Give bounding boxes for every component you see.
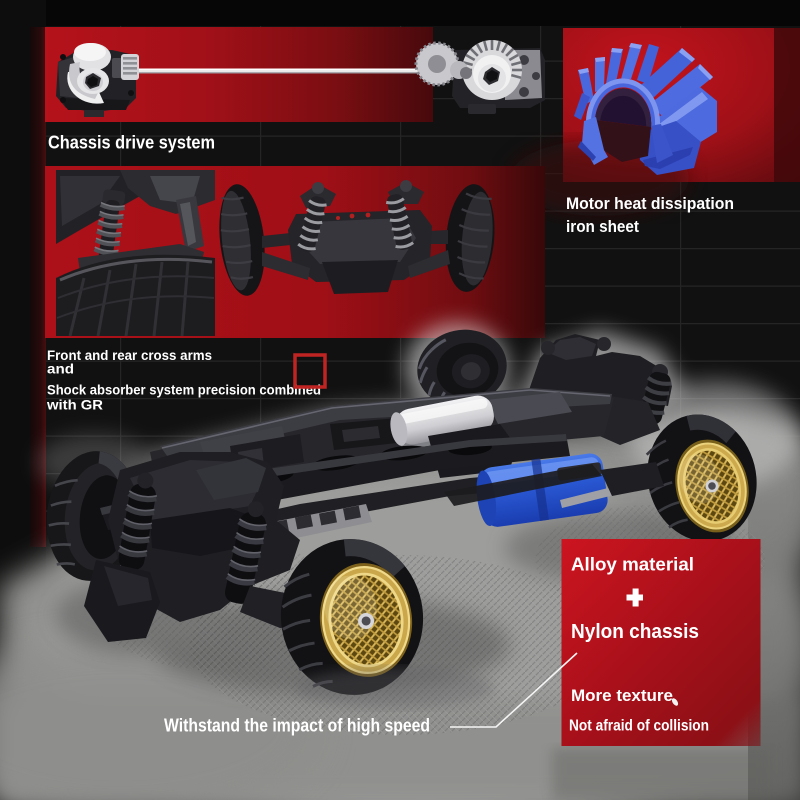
svg-text:Alloy material: Alloy material — [571, 554, 694, 575]
svg-text:Not afraid of collision: Not afraid of collision — [569, 718, 709, 735]
svg-text:Nylon chassis: Nylon chassis — [571, 620, 699, 643]
svg-text:and: and — [47, 362, 74, 377]
svg-text:More texture: More texture — [571, 687, 673, 705]
svg-text:Shock absorber system precisio: Shock absorber system precision combined — [47, 383, 321, 398]
svg-text:Withstand the impact of high s: Withstand the impact of high speed — [164, 716, 430, 736]
svg-text:Chassis drive system: Chassis drive system — [48, 133, 215, 153]
svg-text:Front and rear cross arms: Front and rear cross arms — [47, 348, 212, 363]
svg-text:Motor heat dissipation: Motor heat dissipation — [566, 194, 734, 213]
svg-text:with GR: with GR — [46, 398, 103, 413]
svg-text:iron sheet: iron sheet — [566, 217, 639, 236]
